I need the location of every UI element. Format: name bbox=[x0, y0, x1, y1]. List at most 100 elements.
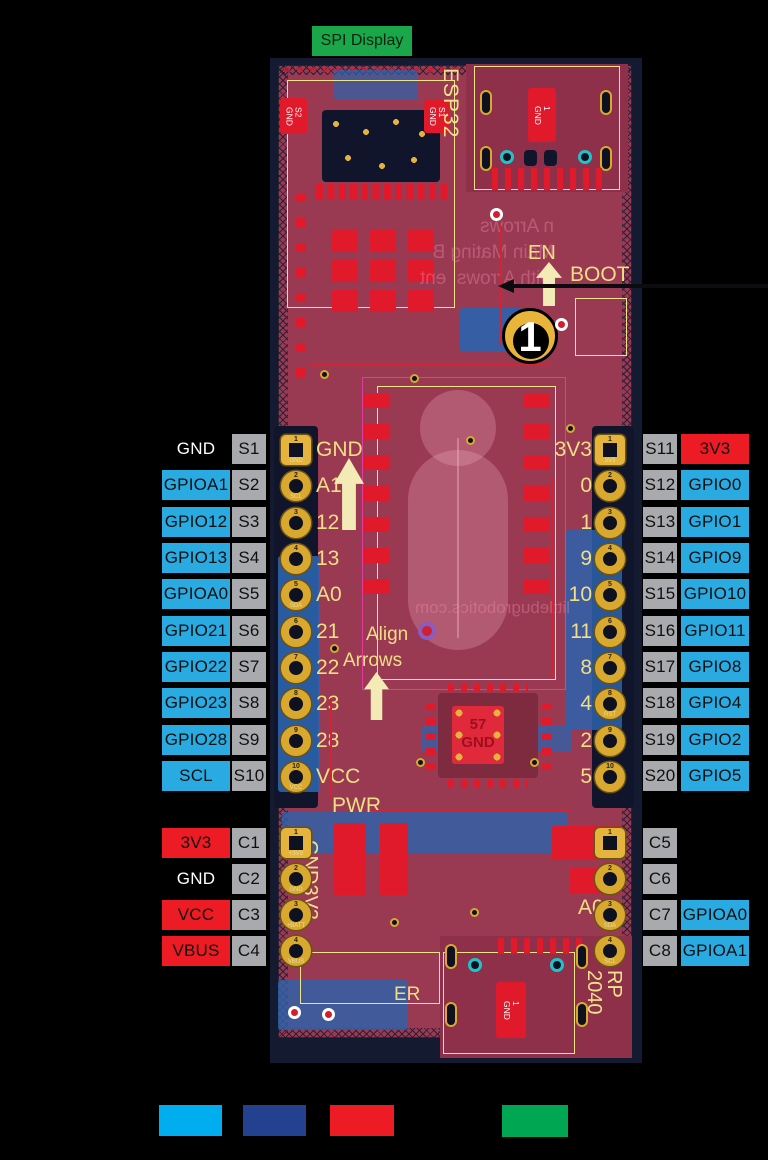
mirrored-text: Main Mating B bbox=[432, 242, 554, 263]
pin-name-S2: GPIOA1 bbox=[162, 470, 230, 500]
usb-mount-pad bbox=[445, 944, 457, 969]
usb-pad bbox=[524, 150, 537, 166]
red-pad bbox=[370, 290, 396, 312]
via-teal bbox=[550, 958, 564, 972]
usb-mount-pad bbox=[576, 1002, 588, 1027]
pin-id-C1: C1 bbox=[232, 828, 266, 858]
pin-id-S10: S10 bbox=[232, 761, 266, 791]
via-teal bbox=[468, 958, 482, 972]
pin-id-S2: S2 bbox=[232, 470, 266, 500]
silk-right-7: 4 bbox=[580, 692, 592, 715]
silk-left-2: 12 bbox=[316, 511, 340, 534]
power-pad bbox=[334, 823, 366, 895]
pin-id-C4: C4 bbox=[232, 936, 266, 966]
silk-left-4: A0 bbox=[316, 583, 342, 606]
red-pad bbox=[332, 260, 358, 282]
pin-hole: 10 bbox=[595, 762, 625, 792]
pin-name-S3: GPIO12 bbox=[162, 507, 230, 537]
red-pad bbox=[332, 230, 358, 252]
align-label-1: Align bbox=[366, 624, 409, 645]
marker-inner bbox=[513, 323, 549, 359]
trace bbox=[370, 810, 570, 812]
via-white bbox=[490, 208, 503, 221]
red-pad bbox=[332, 290, 358, 312]
usb-connector-top: 1 GND bbox=[466, 64, 628, 192]
pin-id-C8: C8 bbox=[643, 936, 677, 966]
via bbox=[416, 758, 425, 767]
usb-mount-pad bbox=[480, 90, 492, 115]
boot-button-outline bbox=[575, 298, 627, 356]
pin-hole: 4 bbox=[281, 544, 311, 574]
pin-name-S8: GPIO23 bbox=[162, 688, 230, 718]
mirrored-url: littlebugrobotics.com bbox=[415, 598, 570, 617]
spi-display-label: SPI Display bbox=[312, 26, 412, 56]
usb-mount-pad bbox=[576, 944, 588, 969]
via bbox=[530, 758, 539, 767]
pin-hole: 2 bbox=[595, 864, 625, 894]
red-pad bbox=[408, 230, 434, 252]
pin-name-S7: GPIO22 bbox=[162, 652, 230, 682]
top-edge-pads bbox=[284, 67, 618, 72]
silk-right-5: 11 bbox=[570, 620, 592, 643]
beetle-graphic-head bbox=[420, 390, 496, 466]
pin-id-S14: S14 bbox=[643, 543, 677, 573]
silk-right-2: 1 bbox=[580, 511, 592, 534]
pin-id-S5: S5 bbox=[232, 579, 266, 609]
usb-mount-pad bbox=[445, 1002, 457, 1027]
left-pad-column bbox=[296, 193, 306, 393]
boot-label: BOOT bbox=[570, 263, 630, 286]
via bbox=[410, 374, 419, 383]
pin-hole: 3 bbox=[595, 508, 625, 538]
module-pads-right bbox=[524, 393, 550, 607]
red-pad bbox=[408, 290, 434, 312]
trace bbox=[552, 478, 554, 678]
pin-id-S16: S16 bbox=[643, 616, 677, 646]
usb-pin-comb bbox=[498, 938, 582, 954]
qfn-pads-right bbox=[542, 703, 551, 771]
pin-id-S19: S19 bbox=[643, 725, 677, 755]
marker-1-badge: 1 bbox=[502, 308, 558, 364]
pin-name-C8: GPIOA1 bbox=[681, 936, 749, 966]
pin-id-C7: C7 bbox=[643, 900, 677, 930]
pin-id-C5: C5 bbox=[643, 828, 677, 858]
usb-pad bbox=[544, 150, 557, 166]
connector-pad-row bbox=[316, 184, 452, 200]
pin-hole: 8 bbox=[281, 689, 311, 719]
pwr-label: PWR bbox=[332, 794, 381, 817]
copper-pour bbox=[278, 980, 408, 1030]
connector-body bbox=[322, 110, 440, 182]
pin-id-C3: C3 bbox=[232, 900, 266, 930]
pin-name-S12: GPIO0 bbox=[681, 470, 749, 500]
mirrored-text: n Arrows bbox=[480, 216, 554, 237]
arrowhead-left bbox=[498, 279, 514, 293]
trace bbox=[330, 698, 332, 798]
via bbox=[330, 644, 339, 653]
pad-1-gnd-top: 1 GND bbox=[528, 88, 556, 142]
module-pads-left bbox=[364, 393, 390, 607]
via-teal bbox=[500, 150, 514, 164]
silk-right-6: 8 bbox=[580, 656, 592, 679]
pin-name-S4: GPIO13 bbox=[162, 543, 230, 573]
via-white bbox=[288, 1006, 301, 1019]
pad-s2-gnd: S2 GND bbox=[280, 98, 307, 134]
pin-id-S9: S9 bbox=[232, 725, 266, 755]
pin-id-S8: S8 bbox=[232, 688, 266, 718]
pin-name-S14: GPIO9 bbox=[681, 543, 749, 573]
pin-hole: 1 bbox=[595, 828, 625, 858]
pin-name-S16: GPIO11 bbox=[681, 616, 749, 646]
pin-name-C2: GND bbox=[176, 869, 216, 888]
legend-swatch-gpio bbox=[159, 1105, 222, 1136]
pin-name-C3: VCC bbox=[162, 900, 230, 930]
pin-hole: 7 bbox=[281, 653, 311, 683]
silk-left-0: GND bbox=[316, 438, 363, 461]
silk-right-1: 0 bbox=[580, 474, 592, 497]
usb-pin-comb bbox=[492, 168, 604, 190]
pin-name-C4: VBUS bbox=[162, 936, 230, 966]
pin-id-S15: S15 bbox=[643, 579, 677, 609]
pin-name-S11: 3V3 bbox=[681, 434, 749, 464]
pin-name-S13: GPIO1 bbox=[681, 507, 749, 537]
